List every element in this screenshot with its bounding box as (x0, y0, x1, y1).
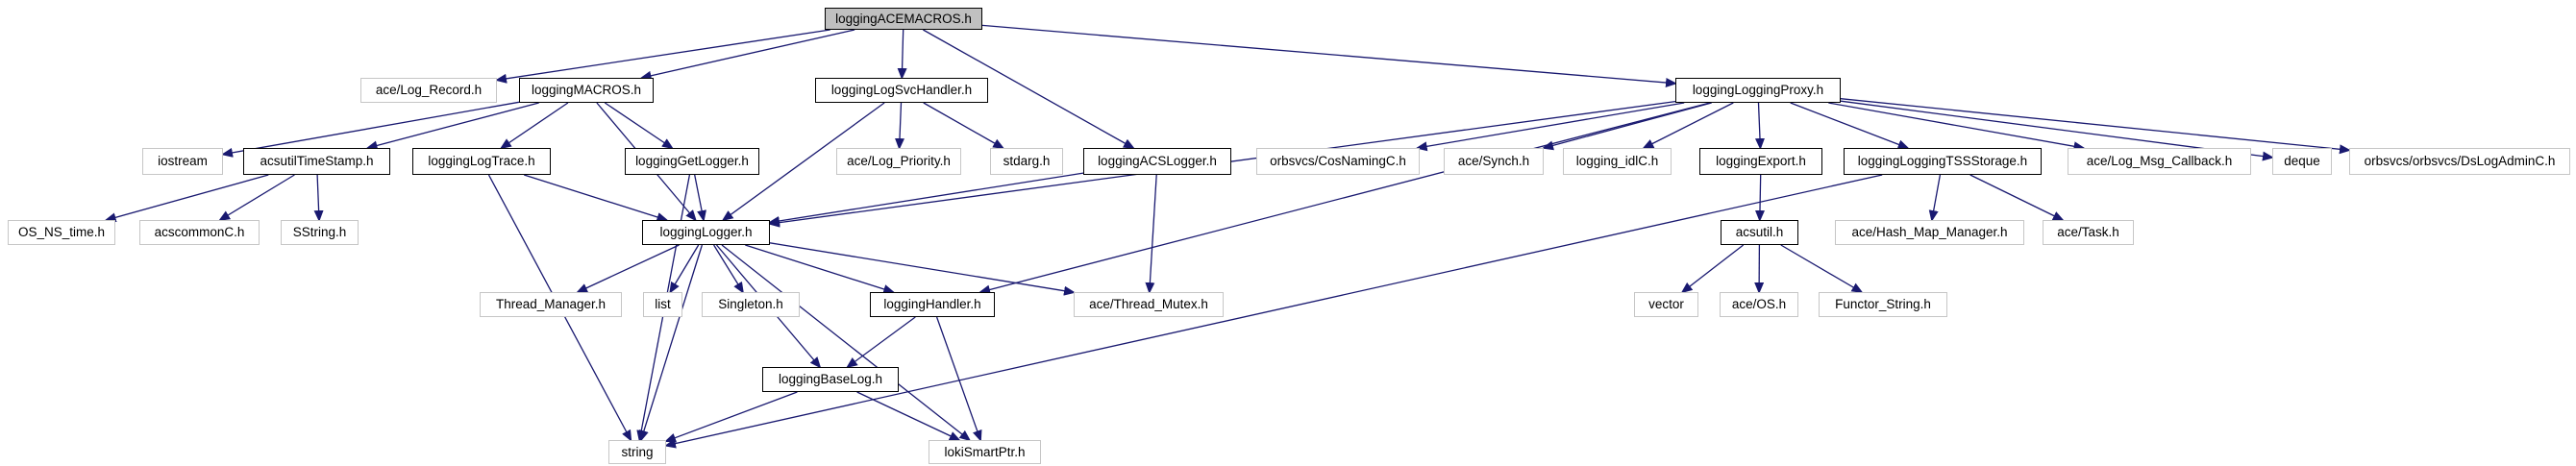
node-proxy[interactable]: loggingLoggingProxy.h (1675, 78, 1841, 103)
edge-logger-to-handler (745, 244, 896, 294)
node-baselog[interactable]: loggingBaseLog.h (762, 367, 899, 392)
edge-proxy-to-handler (978, 102, 1711, 295)
node-logger[interactable]: loggingLogger.h (642, 220, 770, 245)
node-log_record: ace/Log_Record.h (360, 78, 497, 103)
edge-baselog-to-string (664, 391, 798, 443)
edge-proxy-to-cosnaming (1415, 102, 1685, 152)
node-thread_mutex: ace/Thread_Mutex.h (1074, 292, 1224, 317)
edge-tssstorage-to-string (664, 174, 1883, 449)
edge-logsvchandler-to-stdarg (923, 102, 1005, 149)
node-functor_string: Functor_String.h (1819, 292, 1947, 317)
edge-handler-to-baselog (846, 316, 916, 369)
edge-tssstorage-to-hash_map_manager (1928, 174, 1942, 222)
edge-handler-to-lokismartptr (935, 316, 982, 442)
edge-logger-to-lokismartptr (721, 244, 972, 442)
node-thread_manager: Thread_Manager.h (480, 292, 622, 317)
edge-acemacros-to-acslogger (923, 29, 1135, 149)
node-macros[interactable]: loggingMACROS.h (519, 78, 654, 103)
node-acsutil[interactable]: acsutil.h (1721, 220, 1798, 245)
edge-logtrace-to-logger (524, 174, 669, 222)
edge-timestamp-to-os_ns_time (104, 174, 269, 223)
edge-proxy-to-export (1755, 102, 1765, 150)
node-stdarg: stdarg.h (990, 148, 1063, 175)
node-export[interactable]: loggingExport.h (1699, 148, 1822, 175)
edge-logsvchandler-to-log_priority (895, 102, 904, 150)
node-handler[interactable]: loggingHandler.h (870, 292, 995, 317)
edge-proxy-to-synch (1542, 102, 1712, 151)
node-task: ace/Task.h (2043, 220, 2134, 245)
edge-tssstorage-to-task (1969, 174, 2065, 221)
edge-export-to-acsutil (1754, 174, 1765, 222)
edge-acslogger-to-logger (768, 172, 1084, 226)
node-vector: vector (1634, 292, 1698, 317)
edge-logger-to-list (669, 244, 700, 294)
node-log_priority: ace/Log_Priority.h (836, 148, 961, 175)
edge-acemacros-to-proxy (981, 24, 1677, 87)
edge-macros-to-timestamp (365, 102, 539, 151)
edge-timestamp-to-acscommonc (218, 174, 295, 222)
edge-proxy-to-tssstorage (1790, 102, 1910, 150)
node-acscommonc: acscommonC.h (139, 220, 260, 245)
node-timestamp[interactable]: acsutilTimeStamp.h (243, 148, 390, 175)
edge-logger-to-thread_manager (576, 244, 680, 293)
node-dslogadmin: orbsvcs/orbsvcs/DsLogAdminC.h (2349, 148, 2570, 175)
edge-logger-to-string (639, 244, 704, 442)
node-acemacros: loggingACEMACROS.h (825, 8, 982, 30)
node-tssstorage[interactable]: loggingLoggingTSSStorage.h (1844, 148, 2042, 175)
edge-baselog-to-lokismartptr (856, 391, 961, 441)
node-logsvchandler[interactable]: loggingLogSvcHandler.h (815, 78, 988, 103)
edge-logsvchandler-to-logger (721, 102, 885, 222)
node-cosnaming: orbsvcs/CosNamingC.h (1256, 148, 1420, 175)
edge-acemacros-to-macros (639, 29, 855, 81)
node-synch: ace/Synch.h (1444, 148, 1544, 175)
edge-acslogger-to-thread_mutex (1145, 174, 1157, 294)
node-list: list (643, 292, 682, 317)
edge-macros-to-getlogger (604, 102, 674, 150)
edge-proxy-to-logging_idlc (1642, 102, 1734, 149)
edge-proxy-to-dslogadmin (1840, 98, 2351, 155)
node-getlogger[interactable]: loggingGetLogger.h (625, 148, 759, 175)
node-iostream: iostream (142, 148, 223, 175)
node-ace_os: ace/OS.h (1720, 292, 1798, 317)
edge-acsutil-to-functor_string (1780, 244, 1864, 294)
node-sstring: SString.h (281, 220, 359, 245)
edge-logger-to-thread_mutex (769, 242, 1076, 296)
edge-macros-to-iostream (221, 101, 520, 158)
edge-acsutil-to-vector (1680, 244, 1745, 294)
node-hash_map_manager: ace/Hash_Map_Manager.h (1835, 220, 2024, 245)
node-acslogger[interactable]: loggingACSLogger.h (1083, 148, 1231, 175)
node-logtrace[interactable]: loggingLogTrace.h (412, 148, 551, 175)
edge-getlogger-to-logger (694, 174, 706, 222)
edge-logger-to-singleton (713, 244, 744, 294)
edge-proxy-to-log_msg_callback (1828, 102, 2086, 152)
node-string: string (608, 440, 666, 464)
node-deque: deque (2272, 148, 2332, 175)
edge-acemacros-to-log_record (495, 29, 830, 84)
edge-timestamp-to-sstring (313, 174, 324, 222)
node-singleton: Singleton.h (702, 292, 800, 317)
node-os_ns_time: OS_NS_time.h (8, 220, 115, 245)
edge-acemacros-to-logsvchandler (897, 29, 907, 80)
edge-macros-to-logtrace (499, 102, 569, 150)
node-logging_idlc: logging_idlC.h (1563, 148, 1672, 175)
node-lokismartptr: lokiSmartPtr.h (929, 440, 1041, 464)
node-log_msg_callback: ace/Log_Msg_Callback.h (2068, 148, 2251, 175)
